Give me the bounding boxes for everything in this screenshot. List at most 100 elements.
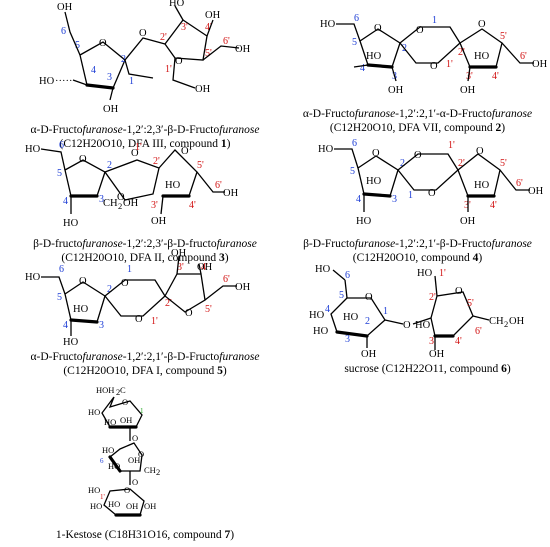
svg-text:3': 3' xyxy=(181,22,188,33)
caption-compound-2: α-D-Fructofuranose-1,2′:2,1′-α-D-Fructof… xyxy=(302,108,533,134)
svg-text:6: 6 xyxy=(100,457,104,465)
svg-text:CH: CH xyxy=(489,316,504,327)
diagram-compound-4: HO 6 O 5 4 3 2 O 1' O 1 2' O 5' 3' 4' 6'… xyxy=(318,138,544,227)
svg-text:O: O xyxy=(476,146,484,157)
svg-text:OH: OH xyxy=(235,282,251,293)
svg-text:HO: HO xyxy=(108,461,120,471)
svg-text:5': 5' xyxy=(467,298,474,309)
svg-text:HO: HO xyxy=(90,501,102,511)
svg-text:HO: HO xyxy=(415,320,431,331)
svg-text:6': 6' xyxy=(516,178,523,189)
svg-text:HO: HO xyxy=(366,51,382,62)
svg-text:4: 4 xyxy=(356,194,361,205)
svg-text:OH: OH xyxy=(120,415,132,425)
svg-text:OH: OH xyxy=(197,262,213,273)
svg-text:2: 2 xyxy=(504,319,508,329)
svg-text:5': 5' xyxy=(197,160,204,171)
svg-text:OH: OH xyxy=(361,349,377,360)
svg-text:4': 4' xyxy=(189,200,196,211)
svg-text:O: O xyxy=(181,146,189,157)
svg-text:OH: OH xyxy=(528,186,544,197)
svg-text:CH: CH xyxy=(144,465,156,475)
svg-text:OH: OH xyxy=(532,59,548,70)
svg-text:HO: HO xyxy=(318,144,334,155)
svg-text:HO: HO xyxy=(73,304,89,315)
svg-text:5': 5' xyxy=(500,31,507,42)
svg-text:OH: OH xyxy=(103,104,119,115)
svg-text:5: 5 xyxy=(57,292,62,303)
svg-text:1: 1 xyxy=(383,306,388,317)
ring-oxygen: O xyxy=(99,38,107,49)
svg-text:2: 2 xyxy=(121,54,126,65)
svg-text:3': 3' xyxy=(177,262,184,273)
svg-text:HO: HO xyxy=(474,180,490,191)
svg-text:·····: ····· xyxy=(55,76,72,87)
svg-text:O: O xyxy=(374,23,382,34)
svg-text:6': 6' xyxy=(223,274,230,285)
svg-text:O: O xyxy=(175,56,183,67)
svg-text:HO: HO xyxy=(88,407,100,417)
svg-text:OH: OH xyxy=(126,501,138,511)
svg-text:1': 1' xyxy=(165,64,172,75)
svg-text:O: O xyxy=(135,314,143,325)
svg-text:HO: HO xyxy=(102,445,114,455)
svg-text:4: 4 xyxy=(63,320,68,331)
svg-text:1': 1' xyxy=(135,142,142,153)
svg-text:O: O xyxy=(122,397,128,407)
svg-text:1: 1 xyxy=(127,264,132,275)
svg-text:O: O xyxy=(416,25,424,36)
svg-text:6: 6 xyxy=(352,138,357,149)
diagram-compound-3: HO 6 O 5 4 3 2 O O 1' 2' O 5' 3' 4' 6' O… xyxy=(25,140,239,229)
svg-text:O: O xyxy=(79,154,87,165)
svg-text:HO: HO xyxy=(63,337,79,348)
svg-text:6: 6 xyxy=(61,26,66,37)
svg-text:4: 4 xyxy=(360,63,365,74)
svg-text:2': 2' xyxy=(160,32,167,43)
svg-text:5: 5 xyxy=(57,168,62,179)
svg-text:OH: OH xyxy=(509,316,525,327)
svg-text:1': 1' xyxy=(151,316,158,327)
svg-text:6: 6 xyxy=(345,270,350,281)
svg-text:2: 2 xyxy=(365,316,370,327)
svg-text:2: 2 xyxy=(116,387,120,397)
svg-text:HO: HO xyxy=(366,176,382,187)
svg-text:O: O xyxy=(138,449,144,459)
svg-text:OH: OH xyxy=(388,85,404,96)
svg-text:O: O xyxy=(121,278,129,289)
svg-text:5: 5 xyxy=(339,290,344,301)
svg-text:HO: HO xyxy=(88,485,100,495)
svg-text:4': 4' xyxy=(205,22,212,33)
svg-text:HO: HO xyxy=(63,218,79,229)
svg-text:5: 5 xyxy=(352,37,357,48)
structure-compound-6: HO 6 O 5 4 3 2 1 HO HO OH HO O O 2' 5' 3… xyxy=(305,262,550,360)
diagram-compound-6: HO 6 O 5 4 3 2 1 HO HO OH HO O O 2' 5' 3… xyxy=(309,264,525,360)
svg-text:O: O xyxy=(414,150,422,161)
svg-text:OH: OH xyxy=(195,84,211,95)
svg-text:O: O xyxy=(365,292,373,303)
svg-text:5': 5' xyxy=(205,304,212,315)
svg-text:3: 3 xyxy=(392,194,397,205)
svg-text:HO: HO xyxy=(343,312,359,323)
svg-text:2: 2 xyxy=(156,467,160,477)
svg-text:HOH: HOH xyxy=(96,385,114,395)
svg-text:OH: OH xyxy=(171,248,187,259)
svg-text:2: 2 xyxy=(400,158,405,169)
svg-text:5': 5' xyxy=(205,48,212,59)
svg-text:1': 1' xyxy=(439,268,446,279)
svg-text:HO: HO xyxy=(39,76,55,87)
svg-text:6: 6 xyxy=(59,140,64,151)
svg-text:HO: HO xyxy=(356,216,372,227)
svg-text:4': 4' xyxy=(201,262,208,273)
svg-text:C: C xyxy=(120,385,126,395)
structure-compound-4: HO 6 O 5 4 3 2 O 1' O 1 2' O 5' 3' 4' 6'… xyxy=(318,138,550,230)
caption-compound-1: α-D-Fructofuranose-1,2′:2,3′-β-D-Fructof… xyxy=(30,124,260,150)
svg-text:HO: HO xyxy=(474,51,490,62)
svg-text:O: O xyxy=(455,286,463,297)
svg-text:OH: OH xyxy=(223,188,239,199)
svg-text:6': 6' xyxy=(215,180,222,191)
svg-text:6: 6 xyxy=(354,13,359,24)
svg-text:HO: HO xyxy=(25,144,41,155)
svg-text:OH: OH xyxy=(460,216,476,227)
svg-text:O: O xyxy=(478,19,486,30)
